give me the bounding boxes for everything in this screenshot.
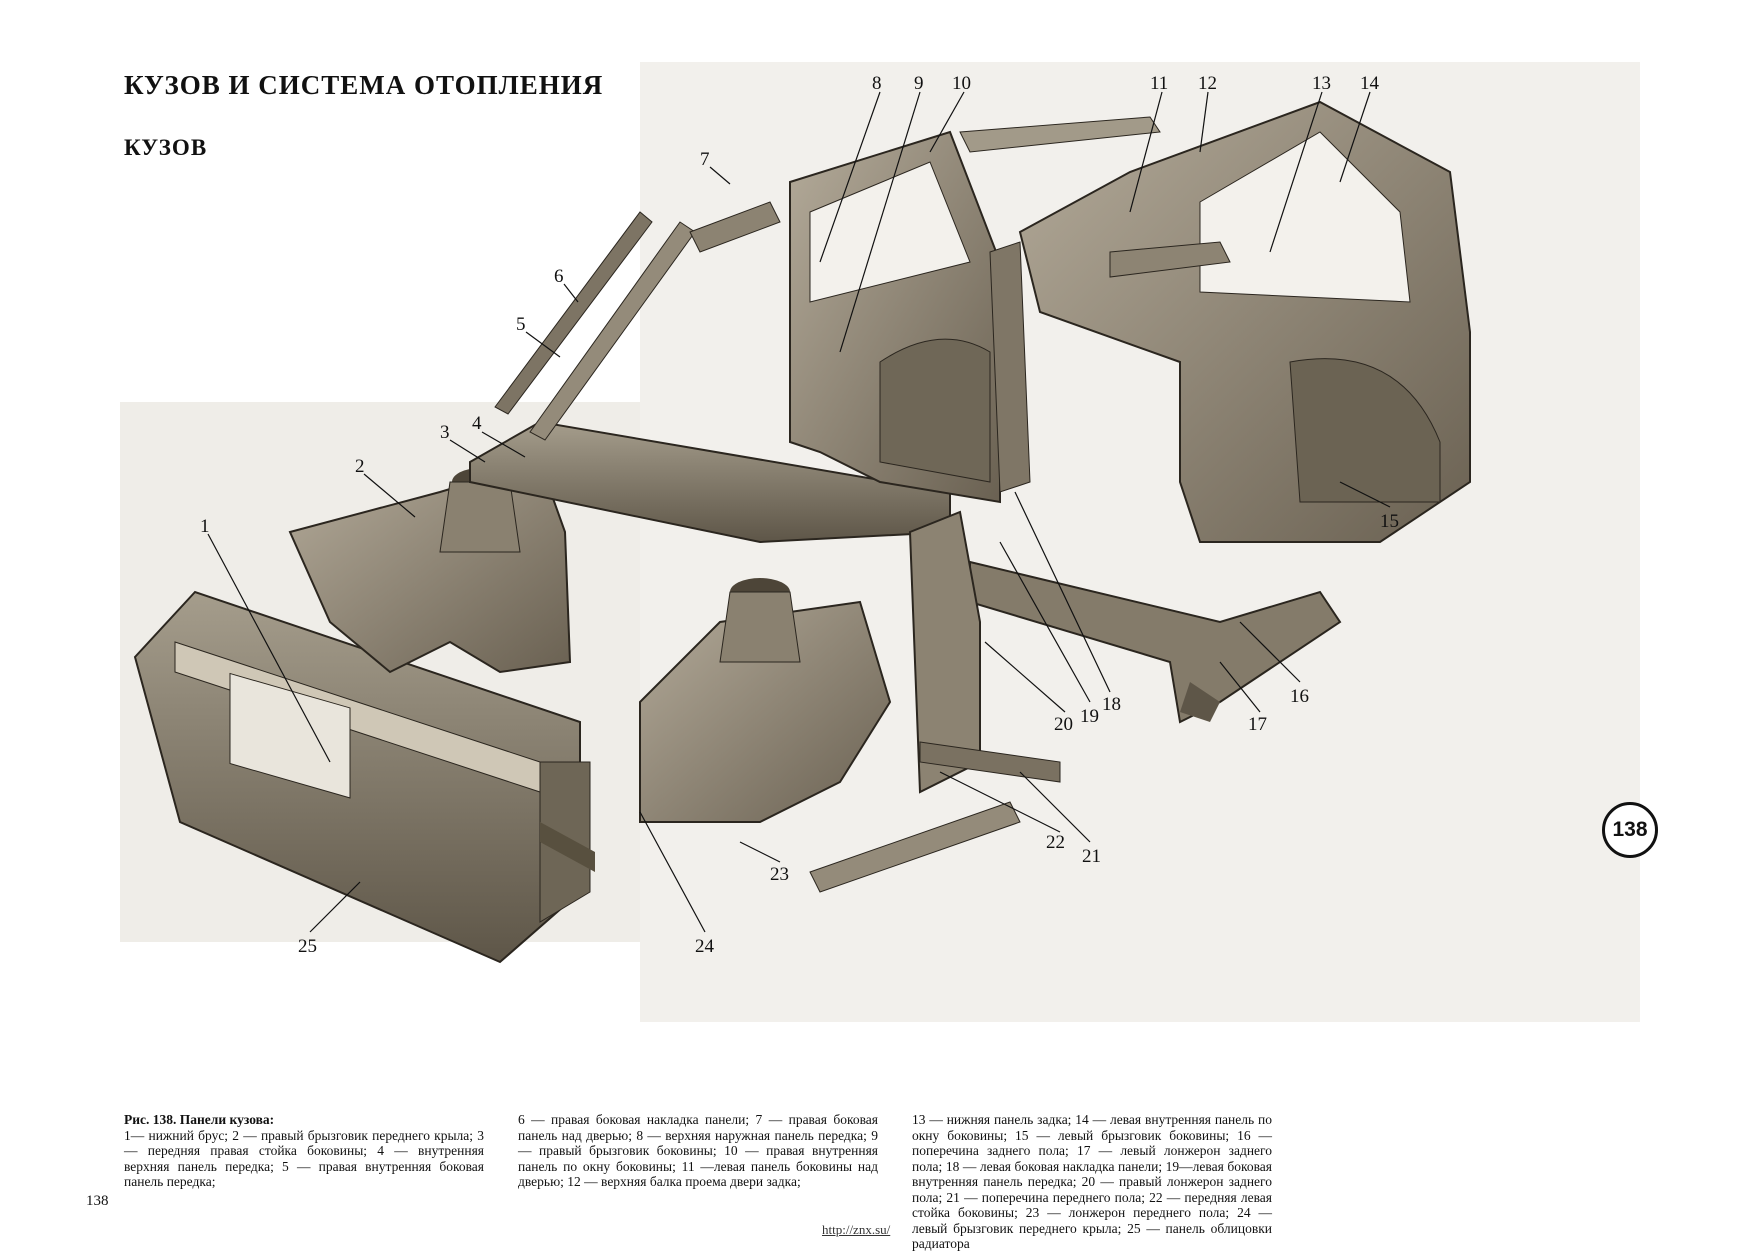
- callout-25: 25: [298, 936, 317, 957]
- front-left-pillar: [908, 510, 981, 794]
- callout-21: 21: [1082, 846, 1101, 867]
- callout-numbers: 1 2 3 4 5 6 7 8 9 10 11 12 13 14 15 16 1…: [200, 73, 1399, 957]
- callout-16: 16: [1290, 686, 1309, 707]
- callout-22: 22: [1046, 832, 1065, 853]
- callout-10: 10: [952, 73, 971, 94]
- callout-24: 24: [695, 936, 715, 957]
- page-number: 138: [86, 1193, 109, 1209]
- caption-text-1: 1— нижний брус; 2 — правый брызговик пер…: [124, 1127, 484, 1190]
- callout-15: 15: [1380, 511, 1399, 532]
- callout-19: 19: [1080, 706, 1099, 727]
- callout-23: 23: [770, 864, 789, 885]
- callout-4: 4: [472, 413, 482, 434]
- callout-11: 11: [1150, 73, 1168, 94]
- caption-column-3: 13 — нижняя панель задка; 14 — левая вну…: [912, 1112, 1272, 1251]
- front-floor-crossmember: [919, 741, 1061, 783]
- source-link[interactable]: http://znx.su/: [822, 1222, 891, 1237]
- callout-8: 8: [872, 73, 882, 94]
- callout-17: 17: [1248, 714, 1267, 735]
- radiator-panel: [133, 590, 595, 964]
- figure-number-badge: 138: [1602, 802, 1658, 858]
- caption-column-2: 6 — правая боковая накладка панели; 7 — …: [518, 1112, 878, 1189]
- left-side-panel: [1018, 100, 1471, 543]
- callout-18: 18: [1102, 694, 1121, 715]
- right-front-wheelhouse: [288, 460, 572, 674]
- callout-2: 2: [355, 456, 365, 477]
- page-title: КУЗОВ И СИСТЕМА ОТОПЛЕНИЯ: [124, 70, 604, 100]
- callout-3: 3: [440, 422, 450, 443]
- callout-7: 7: [700, 149, 710, 170]
- right-side-panel: [689, 130, 1001, 504]
- callout-leaders: [207, 91, 1391, 933]
- floor-rails: [969, 241, 1342, 724]
- callout-1: 1: [200, 516, 210, 537]
- caption-heading: Рис. 138. Панели кузова:: [124, 1112, 275, 1127]
- callout-12: 12: [1198, 73, 1217, 94]
- callout-5: 5: [516, 314, 526, 335]
- caption-column-1: Рис. 138. Панели кузова: 1— нижний брус;…: [124, 1112, 484, 1190]
- callout-6: 6: [554, 266, 564, 287]
- section-title: КУЗОВ: [124, 135, 208, 160]
- front-floor-longeron: [809, 801, 1021, 893]
- left-front-wheelhouse: [639, 578, 892, 823]
- callout-14: 14: [1360, 73, 1380, 94]
- callout-13: 13: [1312, 73, 1331, 94]
- body-panels-illustration: 1 2 3 4 5 6 7 8 9 10 11 12 13 14 15 16 1…: [120, 62, 1640, 1022]
- callout-9: 9: [914, 73, 924, 94]
- callout-20: 20: [1054, 714, 1073, 735]
- rear-door-upper-beam: [959, 116, 1161, 153]
